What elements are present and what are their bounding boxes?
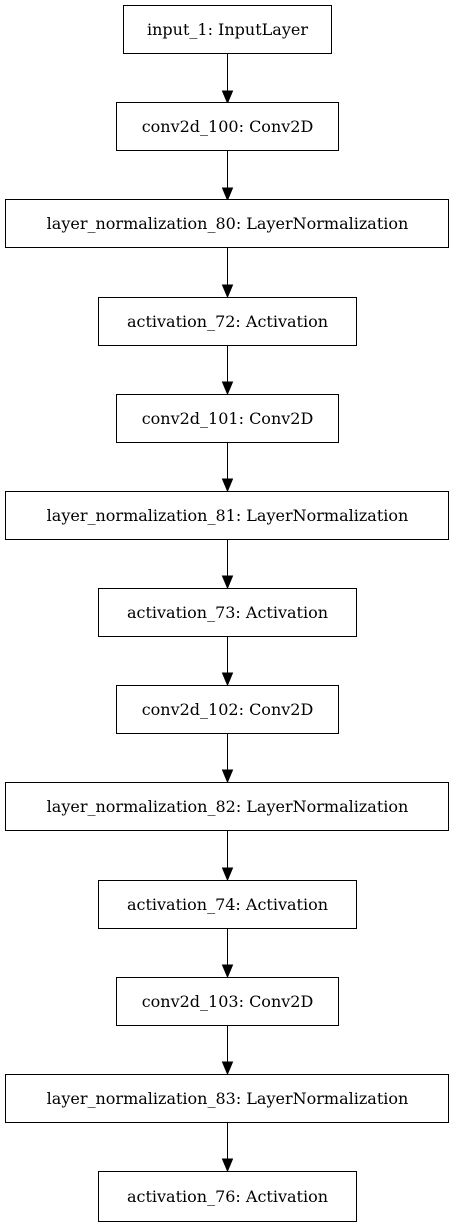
node-label: activation_72: Activation: [127, 312, 328, 331]
node-box: [123, 5, 332, 54]
edge-activation-72-to-conv2d-101: [221, 346, 234, 396]
edge-layer-norm-83-to-activation-76: [221, 1123, 234, 1173]
edge-activation-74-to-conv2d-103: [221, 928, 234, 979]
node-layer-normalization-83: layer_normalization_83: LayerNormalizati…: [5, 1074, 449, 1123]
edge-layer-norm-82-to-activation-74: [221, 831, 234, 882]
node-box: [5, 1074, 449, 1123]
arrowhead-icon: [221, 672, 234, 687]
arrowhead-icon: [221, 284, 234, 299]
node-conv2d-100: conv2d_100: Conv2D: [116, 102, 339, 151]
node-box: [98, 297, 357, 346]
arrowhead-icon: [221, 187, 234, 202]
node-label: layer_normalization_80: LayerNormalizati…: [47, 214, 409, 233]
arrowhead-icon: [221, 478, 234, 493]
node-activation-74: activation_74: Activation: [98, 880, 357, 929]
nodes-group: input_1: InputLayer conv2d_100: Conv2D l…: [5, 5, 449, 1222]
arrowhead-icon: [221, 1158, 234, 1173]
node-box: [5, 199, 449, 248]
node-box: [98, 880, 357, 929]
node-conv2d-102: conv2d_102: Conv2D: [116, 685, 339, 734]
node-box: [116, 977, 339, 1026]
arrowhead-icon: [221, 575, 234, 590]
node-label: layer_normalization_81: LayerNormalizati…: [47, 506, 409, 525]
edge-layer-norm-81-to-activation-73: [221, 540, 234, 590]
arrowhead-icon: [221, 90, 234, 105]
node-label: conv2d_102: Conv2D: [142, 700, 314, 719]
node-layer-normalization-81: layer_normalization_81: LayerNormalizati…: [5, 491, 449, 540]
node-conv2d-101: conv2d_101: Conv2D: [116, 394, 339, 443]
edge-conv2d-101-to-layer-norm-81: [221, 443, 234, 493]
node-layer-normalization-80: layer_normalization_80: LayerNormalizati…: [5, 199, 449, 248]
node-box: [5, 491, 449, 540]
node-label: conv2d_103: Conv2D: [142, 992, 314, 1011]
node-box: [116, 394, 339, 443]
node-input-1: input_1: InputLayer: [123, 5, 332, 54]
edge-activation-73-to-conv2d-102: [221, 637, 234, 687]
node-label: activation_76: Activation: [127, 1187, 328, 1206]
node-box: [116, 102, 339, 151]
node-layer-normalization-82: layer_normalization_82: LayerNormalizati…: [5, 782, 449, 831]
node-conv2d-103: conv2d_103: Conv2D: [116, 977, 339, 1026]
arrowhead-icon: [221, 381, 234, 396]
node-label: conv2d_101: Conv2D: [142, 409, 314, 428]
edge-conv2d-103-to-layer-norm-83: [221, 1026, 234, 1076]
node-label: layer_normalization_82: LayerNormalizati…: [47, 797, 409, 816]
edges-group: [221, 54, 234, 1173]
edge-conv2d-100-to-layer-norm-80: [221, 151, 234, 202]
node-label: input_1: InputLayer: [147, 20, 308, 39]
node-label: activation_73: Activation: [127, 603, 328, 622]
node-box: [5, 782, 449, 831]
node-box: [116, 685, 339, 734]
node-activation-73: activation_73: Activation: [98, 588, 357, 637]
node-box: [98, 588, 357, 637]
node-label: activation_74: Activation: [127, 895, 328, 914]
edge-conv2d-102-to-layer-norm-82: [221, 734, 234, 784]
node-label: layer_normalization_83: LayerNormalizati…: [47, 1089, 409, 1108]
arrowhead-icon: [221, 867, 234, 882]
arrowhead-icon: [221, 1061, 234, 1076]
arrowhead-icon: [221, 769, 234, 784]
node-label: conv2d_100: Conv2D: [142, 117, 314, 136]
edge-input-to-conv2d-100: [221, 54, 234, 105]
edge-layer-norm-80-to-activation-72: [221, 248, 234, 299]
arrowhead-icon: [221, 964, 234, 979]
node-box: [98, 1171, 357, 1222]
node-activation-72: activation_72: Activation: [98, 297, 357, 346]
node-activation-76: activation_76: Activation: [98, 1171, 357, 1222]
